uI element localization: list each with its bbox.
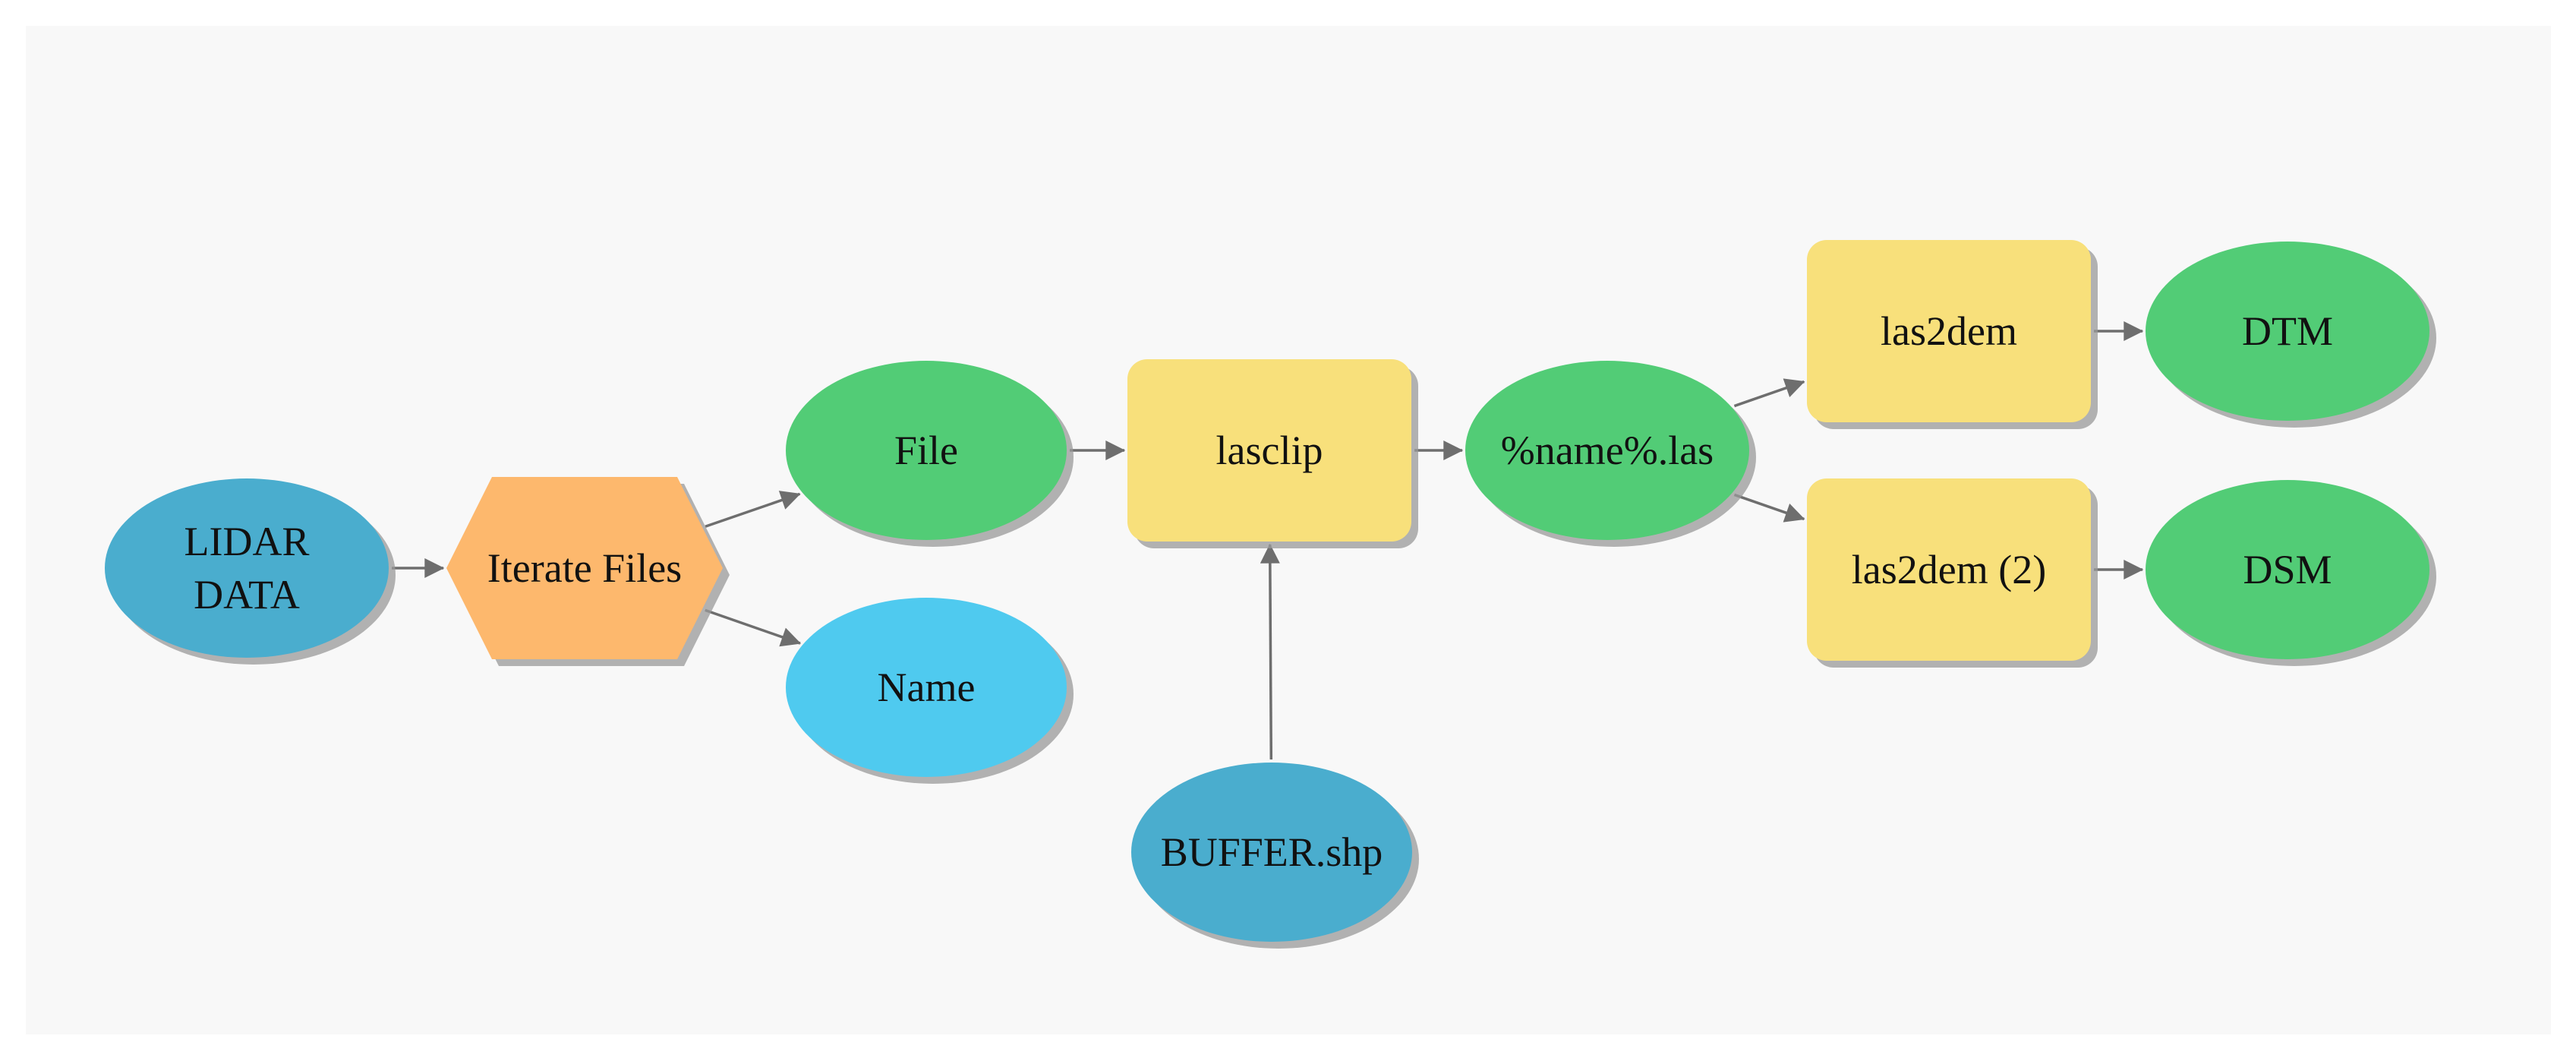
- connector-namelas-to-las2dem[interactable]: [1733, 378, 1805, 408]
- node-file[interactable]: File: [786, 361, 1074, 547]
- node-label: DATA: [194, 572, 300, 617]
- node-label: Name: [878, 665, 976, 710]
- node-las2dem[interactable]: las2dem: [1807, 240, 2098, 429]
- node-shape-ellipse[interactable]: [2146, 242, 2429, 421]
- node-label: las2dem: [1881, 308, 2017, 354]
- connector-buffer-to-lasclip[interactable]: [1260, 543, 1280, 760]
- node-shape-rect[interactable]: [1807, 240, 2091, 422]
- node-label: LIDAR: [184, 519, 310, 564]
- node-las2dem2[interactable]: las2dem (2): [1807, 478, 2098, 668]
- node-label: Iterate Files: [487, 545, 682, 591]
- node-shape-ellipse[interactable]: [786, 598, 1067, 777]
- node-label: lasclip: [1216, 428, 1323, 473]
- node-label: DTM: [2242, 308, 2333, 354]
- connector-layer: [392, 321, 2144, 760]
- connector-iterate-to-name[interactable]: [705, 608, 802, 647]
- node-namelas[interactable]: %name%.las: [1465, 361, 1756, 547]
- node-buffer[interactable]: BUFFER.shp: [1131, 763, 1419, 949]
- node-label: BUFFER.shp: [1161, 829, 1383, 875]
- node-shape-hexagon[interactable]: [446, 477, 723, 659]
- node-shape-rect[interactable]: [1807, 478, 2091, 661]
- connector-iterate-to-file[interactable]: [705, 491, 801, 528]
- node-label: las2dem (2): [1852, 547, 2046, 592]
- node-shape-ellipse[interactable]: [1131, 763, 1412, 942]
- node-iterate[interactable]: Iterate Files: [446, 477, 730, 666]
- node-dsm[interactable]: DSM: [2146, 480, 2436, 666]
- node-lasclip[interactable]: lasclip: [1127, 359, 1418, 548]
- node-shape-rect[interactable]: [1127, 359, 1411, 542]
- node-lidar[interactable]: LIDAR DATA: [105, 478, 396, 665]
- node-shape-ellipse[interactable]: [2146, 480, 2429, 659]
- node-label: File: [894, 428, 958, 473]
- node-name[interactable]: Name: [786, 598, 1074, 784]
- node-shape-ellipse[interactable]: [105, 478, 389, 658]
- connector-namelas-to-las2dem2[interactable]: [1733, 493, 1805, 523]
- node-dtm[interactable]: DTM: [2146, 242, 2436, 428]
- node-shape-ellipse[interactable]: [786, 361, 1067, 540]
- node-shape-ellipse[interactable]: [1465, 361, 1749, 540]
- node-label: %name%.las: [1501, 428, 1714, 473]
- node-label: DSM: [2243, 547, 2332, 592]
